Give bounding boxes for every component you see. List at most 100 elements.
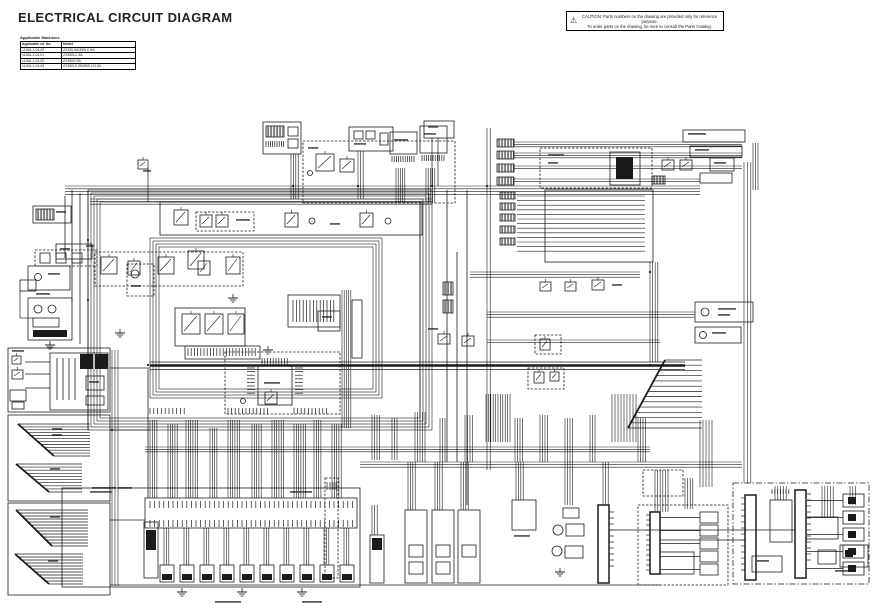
component-circle	[47, 304, 57, 314]
wire	[535, 373, 542, 381]
label-smudge	[394, 139, 408, 141]
component-box	[794, 489, 807, 579]
relay-box	[11, 369, 24, 380]
component-box	[71, 252, 83, 264]
junction-dot	[110, 428, 114, 432]
component-box	[699, 172, 733, 184]
component-box	[287, 138, 299, 149]
wire	[175, 211, 186, 223]
relay-box	[187, 250, 205, 270]
label-smudge	[86, 245, 94, 247]
connector-box	[279, 564, 295, 583]
component-box	[637, 504, 729, 586]
component-circle	[699, 331, 707, 339]
label-smudge	[714, 162, 726, 164]
label-smudge	[354, 143, 366, 145]
component-box	[7, 414, 111, 502]
label-smudge	[118, 487, 132, 489]
junction-dot	[86, 238, 90, 242]
label-smudge	[290, 491, 312, 493]
connector-box	[239, 564, 255, 583]
connector-block	[651, 175, 666, 185]
component-circle	[307, 170, 313, 176]
connector-box	[299, 564, 315, 583]
relay-box	[11, 355, 22, 365]
component-box	[709, 157, 735, 172]
wire	[541, 340, 548, 348]
junction-dot	[340, 363, 344, 367]
connector-box	[842, 510, 865, 525]
component-box	[539, 147, 653, 189]
component-circle	[551, 545, 563, 557]
relay-box	[127, 260, 141, 276]
connector-box	[162, 574, 172, 580]
junction-dot	[485, 363, 489, 367]
relay-box	[173, 209, 189, 226]
label-smudge	[835, 570, 851, 572]
component-box	[324, 477, 339, 579]
component-box	[694, 301, 754, 323]
wire	[206, 315, 221, 332]
component-box	[224, 351, 341, 415]
label-smudge	[308, 147, 318, 149]
connector-box	[159, 564, 175, 583]
component-box	[317, 310, 341, 332]
connector-box	[848, 514, 856, 521]
component-box	[39, 252, 51, 264]
caution-line1: CAUTION: Parts numbers on the drawing ar…	[581, 13, 718, 24]
component-box	[527, 367, 565, 390]
label-smudge	[424, 133, 436, 135]
table-cell: ZX350LC-5B/350LCH-5A	[61, 63, 136, 70]
component-circle	[130, 269, 140, 279]
relay-box	[437, 333, 451, 345]
relay-box	[227, 313, 245, 335]
component-box	[389, 131, 418, 155]
connector-box	[848, 565, 856, 572]
relay-box	[539, 281, 552, 292]
wire	[266, 393, 275, 402]
component-box	[287, 294, 341, 328]
connector-block	[499, 191, 516, 200]
label-smudge	[92, 487, 116, 489]
component-box	[751, 555, 783, 573]
component-box	[353, 130, 364, 140]
connector-box	[342, 574, 352, 580]
wire	[541, 283, 549, 289]
junction-dot	[86, 298, 90, 302]
caution-line2: To order parts on the drawing, be sure t…	[587, 23, 712, 29]
component-circle	[33, 304, 43, 314]
component-box	[457, 509, 481, 584]
wire	[13, 371, 21, 377]
wire	[201, 216, 210, 225]
relay-box	[204, 313, 224, 335]
component-box	[642, 469, 684, 497]
label-smudge	[514, 535, 530, 537]
wire	[13, 357, 19, 362]
component-box	[61, 487, 361, 588]
relay-box	[284, 212, 299, 228]
label-smudge	[718, 314, 730, 316]
label-smudge	[236, 219, 250, 221]
wire	[286, 214, 296, 225]
component-box	[694, 326, 742, 344]
warning-icon: ⚠	[570, 16, 578, 25]
wire	[551, 373, 557, 379]
junction-dot	[648, 363, 652, 367]
component-box	[597, 504, 610, 584]
label-smudge	[143, 170, 151, 172]
component-box	[562, 507, 580, 519]
relay-box	[533, 371, 545, 384]
connector-box	[842, 561, 865, 576]
relay-box	[181, 313, 201, 335]
wire	[15, 463, 50, 493]
component-box	[845, 550, 853, 557]
component-box	[11, 401, 25, 410]
component-box	[95, 354, 108, 369]
component-box	[659, 551, 695, 575]
relay-box	[100, 256, 118, 275]
component-box	[55, 243, 93, 260]
component-box	[287, 126, 299, 137]
label-smudge	[12, 350, 24, 352]
